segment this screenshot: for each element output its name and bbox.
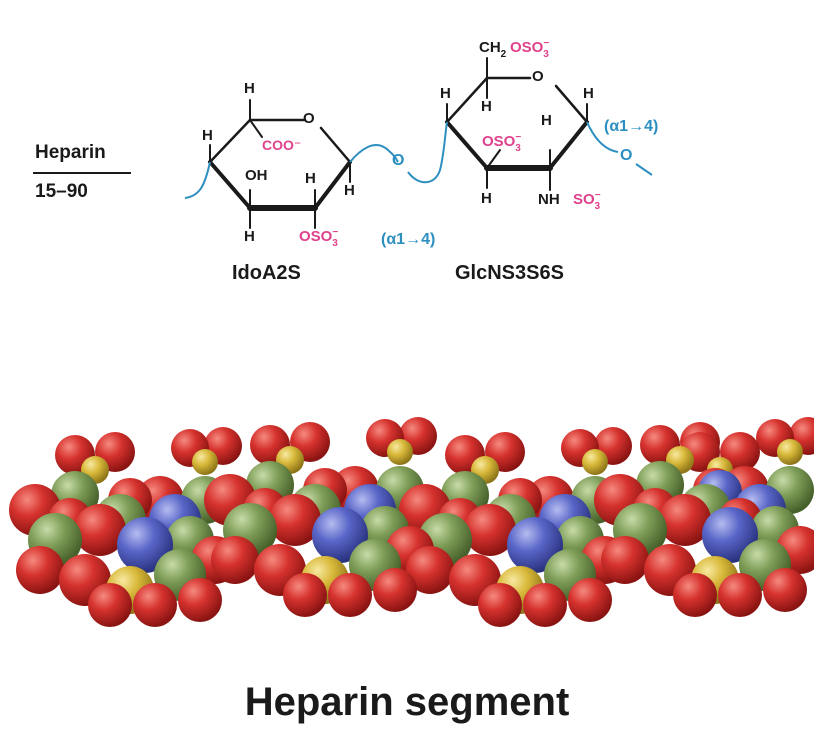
space-filling-model [9,417,814,627]
residue-2-name: GlcNS3S6S [455,262,564,284]
nitrogen-atom [312,507,368,563]
hydroxyl-label: OH [245,167,268,184]
h-c4b-label: H [440,85,451,102]
h-c1-label: H [344,182,355,199]
oxygen-atom [178,578,222,622]
oxygen-atom [659,494,711,546]
sulfate-2-label: OSO−3 [299,227,339,249]
ring-oxygen-1: O [303,110,315,127]
oxygen-atom [568,578,612,622]
idoa2s-ring [208,99,352,229]
oxygen-atom [283,573,327,617]
residue-1-name: IdoA2S [232,262,301,284]
sulfur-atom [777,439,803,465]
sulfate-3-label: OSO−3 [482,132,522,154]
oxygen-atom [478,583,522,627]
oxygen-atom [673,573,717,617]
nh-label: NH [538,191,560,208]
h-c2-label: H [305,170,316,187]
h-c3b-label: H [481,190,492,207]
oxygen-atom [16,546,64,594]
oxygen-atom [88,583,132,627]
terminal-oxygen: O [620,147,633,164]
h-c1b-label: H [583,85,594,102]
oxygen-atom [406,546,454,594]
ring-oxygen-2: O [532,68,544,85]
h-c5b-label: H [481,98,492,115]
h-c5-label: H [202,127,213,144]
polymer-name: Heparin [35,142,106,163]
h-c3-label: H [244,228,255,245]
glycosidic-linkage [184,121,653,199]
oxygen-atom [133,583,177,627]
bridge-oxygen: O [392,152,405,169]
oxygen-atom [523,583,567,627]
oxygen-atom [211,536,259,584]
oxygen-atom [74,504,126,556]
sulfate-6-label: OSO−3 [510,38,550,60]
oxygen-atom [601,536,649,584]
sulfur-atom [582,449,608,475]
oxygen-atom [269,494,321,546]
fraction-divider [33,172,131,174]
atom-spheres [9,417,814,627]
linkage-label-2: (α1→4) [604,118,659,135]
oxygen-atom [763,568,807,612]
carboxylate-label: COO⁻ [262,137,302,153]
oxygen-atom [373,568,417,612]
sulfur-atom [192,449,218,475]
sulfur-atom [387,439,413,465]
n-sulfo-label: SO−3 [573,190,601,212]
nitrogen-atom [702,507,758,563]
polymer-range: 15–90 [35,181,88,202]
model-title: Heparin segment [244,680,570,724]
ch2-label: CH2 [479,39,507,60]
linkage-label-1: (α1→4) [381,231,436,248]
glcns3s6s-ring [445,57,589,191]
nitrogen-atom [117,517,173,573]
nitrogen-atom [507,517,563,573]
h-c4-label: H [244,80,255,97]
oxygen-atom [718,573,762,617]
oxygen-atom [328,573,372,617]
h-c2b-label: H [541,112,552,129]
oxygen-atom [464,504,516,556]
structural-formula [184,57,653,229]
